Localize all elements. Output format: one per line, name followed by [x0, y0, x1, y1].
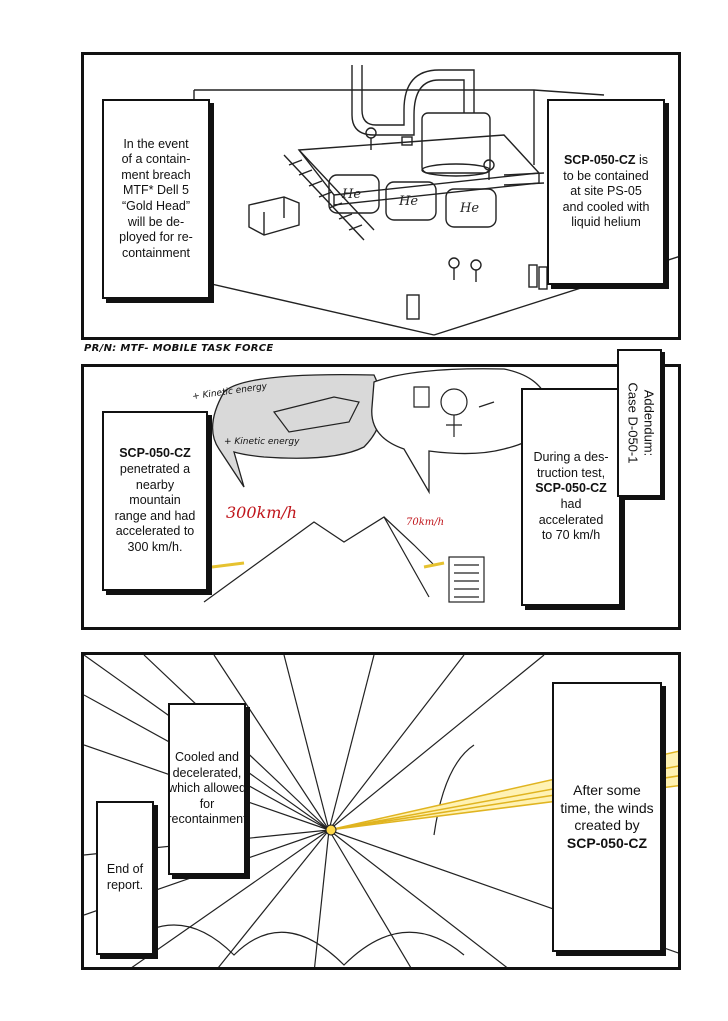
panel-containment: He He He In the event of a contain- ment…: [81, 52, 681, 340]
panel-addendum: + Kinetic energy + Kinetic energy 300km/…: [81, 364, 681, 630]
scp-id-text: SCP-050-CZ: [535, 481, 607, 496]
breach-caption-text: In the event of a contain- ment breach M…: [119, 136, 193, 260]
addendum-label: Addendum: Case D-050-1: [624, 382, 656, 464]
breach-caption-box: In the event of a contain- ment breach M…: [102, 99, 210, 299]
scp-id-text: SCP-050-CZ: [563, 152, 636, 167]
he-label-2: He: [398, 194, 418, 209]
scp-id-text: SCP-050-CZ: [566, 834, 648, 851]
cooled-caption-text: Cooled and decelerated, which allowed fo…: [167, 749, 247, 827]
footnote: PR/N: MTF- MOBILE TASK FORCE: [84, 343, 274, 354]
acceleration-illustration: [203, 368, 551, 603]
end-caption-box: End of report.: [96, 801, 154, 955]
containment-caption-box: SCP-050-CZ is to be contained at site PS…: [547, 99, 665, 285]
winds-caption-pre: After some time, the winds created by: [560, 782, 654, 833]
speed-70-label: 70km/h: [406, 517, 445, 528]
he-label-1: He: [341, 187, 361, 202]
kinetic-label-2: + Kinetic energy: [224, 437, 300, 447]
he-label-3: He: [459, 201, 479, 216]
speed-300-label: 300km/h: [226, 503, 298, 522]
test-caption-post: had accelerated to 70 km/h: [538, 497, 604, 543]
panel-recontainment: Cooled and decelerated, which allowed fo…: [81, 652, 681, 970]
containment-room-illustration: He He He: [193, 65, 678, 336]
end-caption-text: End of report.: [106, 862, 144, 892]
mountain-caption-rest: penetrated a nearby mountain range and h…: [114, 461, 196, 555]
scp-id-text: SCP-050-CZ: [119, 446, 191, 461]
test-caption-pre: During a des- truction test,: [533, 450, 609, 480]
containment-caption-rest: is to be contained at site PS-05 and coo…: [562, 152, 650, 230]
cooled-caption-box: Cooled and decelerated, which allowed fo…: [167, 703, 247, 875]
addendum-label-box: Addendum: Case D-050-1: [617, 349, 662, 497]
containment-caption-text: SCP-050-CZ is to be contained at site PS…: [563, 153, 650, 231]
